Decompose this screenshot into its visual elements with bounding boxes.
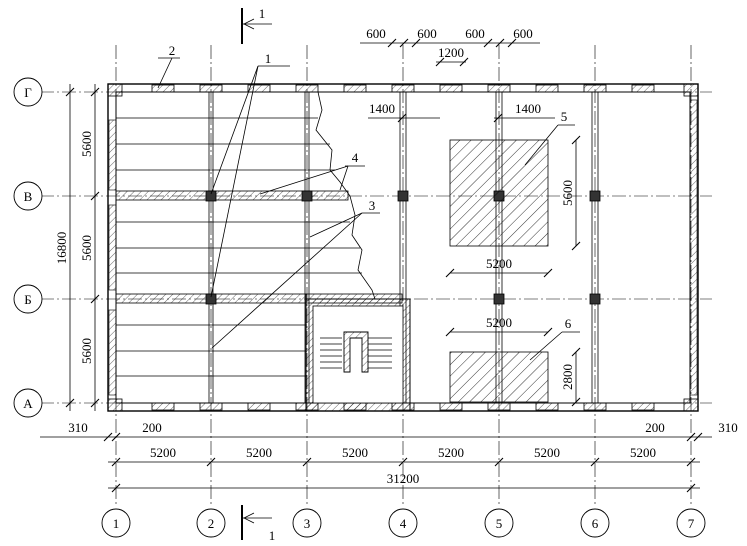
dim-span-3: 5600 [79,338,94,364]
dim-bay-2: 5200 [246,445,272,460]
callout-4: 4 [352,150,359,165]
dim-bay-6: 5200 [630,445,656,460]
callout-1: 1 [265,51,272,66]
section-marker-top [241,8,272,44]
dim-bay-3: 5200 [342,445,368,460]
dim-bay-5: 5200 [534,445,560,460]
axis-label-col-6: 6 [592,516,599,531]
slab-panels [116,91,376,377]
dim-pier-right: 1400 [515,101,541,116]
equipment-dimension-lines [445,135,581,407]
dim-pier-center: 1200 [438,45,464,60]
dim-bay-1: 5200 [150,445,176,460]
callout-leaders [157,57,580,361]
left-dimension-lines [65,84,100,411]
axis-label-col-3: 3 [304,516,311,531]
dim-edge-right-inner: 200 [645,420,665,435]
dim-edge-left-inner: 200 [142,420,162,435]
dim-opening-3: 600 [465,26,485,41]
callout-6: 6 [565,316,572,331]
beams [115,190,403,304]
dim-pier-left: 1400 [369,101,395,116]
dim-equip5-width: 5200 [486,256,512,271]
dim-total-width: 16800 [54,232,69,265]
dim-opening-2: 600 [417,26,437,41]
callout-2: 2 [169,43,176,58]
column-axis-bubbles [101,508,706,538]
section-marker-bottom [241,505,272,540]
equipment-6 [449,351,549,403]
section-label-bottom: 1 [269,528,276,543]
dim-span-1: 5600 [79,131,94,157]
dim-equip6-height: 2800 [560,364,575,390]
axis-label-col-5: 5 [496,516,503,531]
dim-edge-left-outer: 310 [68,420,88,435]
opening-dimension-lines [360,38,555,123]
dim-span-2: 5600 [79,235,94,261]
dim-opening-4: 600 [513,26,533,41]
dim-total-length: 31200 [387,471,420,486]
dim-bay-4: 5200 [438,445,464,460]
bottom-dimension-lines [40,432,712,493]
callout-5: 5 [561,109,568,124]
axis-label-col-4: 4 [400,516,407,531]
axis-label-col-7: 7 [688,516,695,531]
axis-label-row-v: В [24,189,33,204]
dim-opening-1: 600 [366,26,386,41]
dim-equip5-height: 5600 [560,180,575,206]
axis-label-row-g: Г [24,85,32,100]
axis-label-row-a: А [23,396,33,411]
callout-3: 3 [369,198,376,213]
column-axis-lines [115,45,692,505]
section-label-top: 1 [259,6,266,21]
dim-edge-right-outer: 310 [718,420,738,435]
dim-equip6-width: 5200 [486,315,512,330]
stair-core [305,298,411,412]
frame-lines [208,92,599,403]
axis-label-col-1: 1 [113,516,120,531]
wall-piers-top [151,84,655,93]
wall-piers-sides [108,99,698,396]
row-axis-bubbles [13,77,43,418]
axis-label-col-2: 2 [208,516,215,531]
axis-label-row-b: Б [24,292,31,307]
equipment-5 [449,139,549,247]
